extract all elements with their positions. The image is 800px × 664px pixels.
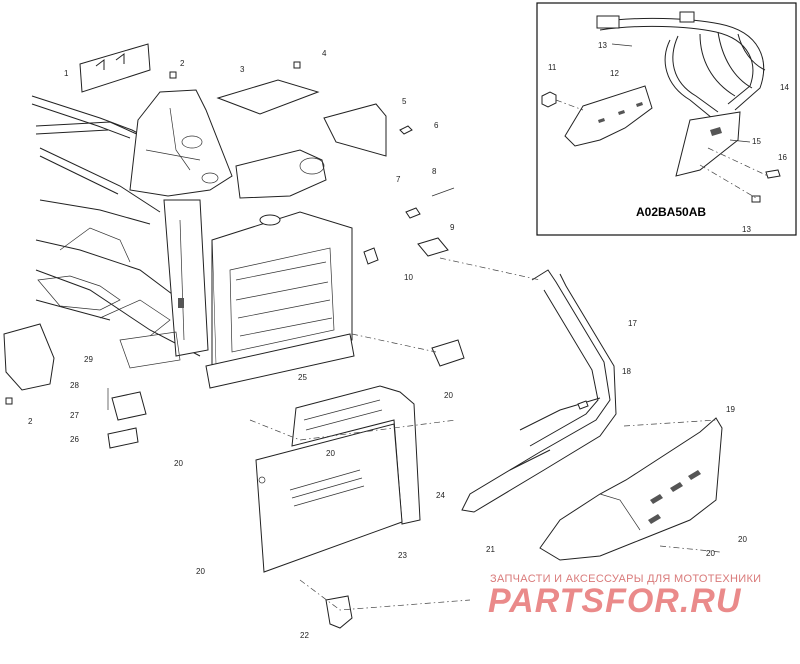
callout-7: 7: [396, 175, 401, 184]
radiator-shroud: 25 20 20 20 20 24 23 22 21: [174, 373, 495, 640]
left-parts: 29 28 27 26 2: [3, 323, 147, 449]
callout-20a: 20: [738, 535, 747, 544]
callout-20b: 20: [706, 549, 715, 558]
radiator: [205, 211, 355, 389]
inset-bumper: [596, 11, 766, 177]
callout-20e: 20: [174, 459, 183, 468]
callout-20f: 20: [196, 567, 205, 576]
callout-20d: 20: [326, 449, 335, 458]
callout-23: 23: [398, 551, 407, 560]
inset-callout-14: 14: [780, 83, 789, 92]
inset-callout-13a: 13: [598, 41, 607, 50]
callout-3: 3: [240, 65, 245, 74]
inset-code-label: A02BA50AB: [636, 205, 706, 219]
top-parts: 1 2 3 4 5 6 7 8 9 10: [64, 43, 455, 282]
part-3-panel: [216, 79, 320, 115]
callout-24: 24: [436, 491, 445, 500]
callout-25: 25: [298, 373, 307, 382]
callout-2: 2: [180, 59, 185, 68]
callout-29: 29: [84, 355, 93, 364]
inset-callout-13b: 13: [742, 225, 751, 234]
callout-27: 27: [70, 411, 79, 420]
callout-8: 8: [432, 167, 437, 176]
callout-18: 18: [622, 367, 631, 376]
callout-2b: 2: [28, 417, 33, 426]
inset-detail: 13 12 11 14 15 16 13 A02BA50AB: [536, 2, 797, 236]
callout-26: 26: [70, 435, 79, 444]
skid-plate: 19 20 20: [539, 405, 747, 561]
callout-21: 21: [486, 545, 495, 554]
inset-callout-11: 11: [548, 63, 557, 72]
part-1-gasket: [79, 43, 151, 93]
callout-4: 4: [322, 49, 327, 58]
watermark-tagline: ЗАПЧАСТИ И АКСЕССУАРЫ ДЛЯ МОТОТЕХНИКИ: [490, 573, 761, 585]
callout-17: 17: [628, 319, 637, 328]
callout-5: 5: [402, 97, 407, 106]
inset-callout-16: 16: [778, 153, 787, 162]
callout-6: 6: [434, 121, 439, 130]
callout-9: 9: [450, 223, 455, 232]
callout-28: 28: [70, 381, 79, 390]
part-5-bracket: [323, 103, 387, 157]
watermark: ЗАПЧАСТИ И АКСЕССУАРЫ ДЛЯ МОТОТЕХНИКИ PA…: [488, 573, 761, 620]
callout-22: 22: [300, 631, 309, 640]
callout-20c: 20: [444, 391, 453, 400]
frame-assembly: [31, 89, 327, 369]
front-bumper: 17 18: [351, 257, 637, 513]
part-9-clip: [417, 237, 449, 257]
callout-1: 1: [64, 69, 69, 78]
callout-10: 10: [404, 273, 413, 282]
inset-plate: [564, 85, 653, 147]
watermark-brand: PARTSFOR.RU: [488, 582, 742, 620]
inset-callout-15: 15: [752, 137, 761, 146]
callout-19: 19: [726, 405, 735, 414]
inset-callout-12: 12: [610, 69, 619, 78]
